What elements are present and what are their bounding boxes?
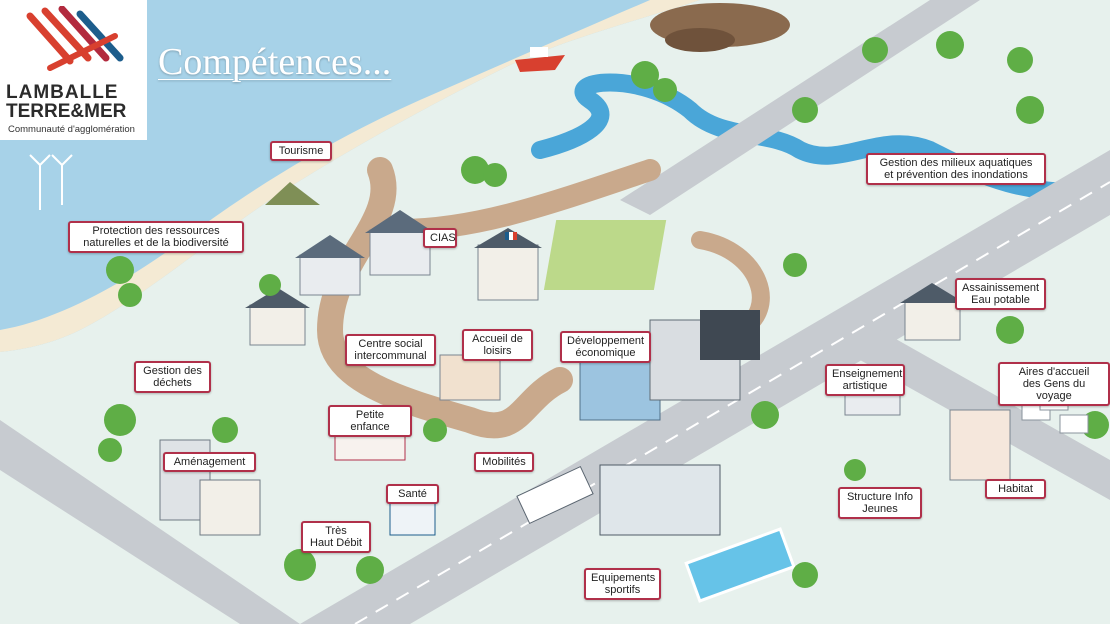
label-assainissement-text-2: Eau potable xyxy=(971,294,1030,306)
label-structure-info-text-2: Jeunes xyxy=(862,503,898,515)
label-habitat-text: Habitat xyxy=(998,483,1033,495)
label-cias[interactable]: CIAS xyxy=(423,228,457,248)
label-assainissement-text-1: Assainissement xyxy=(962,282,1040,294)
label-gestion-milieux-text-1: Gestion des milieux aquatiques xyxy=(879,157,1033,169)
logo-subtitle: Communauté d'agglomération xyxy=(8,124,135,135)
label-tres-haut-debit-text-1: Très xyxy=(325,525,347,537)
label-aires-accueil-text-2: des Gens du voyage xyxy=(1022,378,1086,402)
label-petite-enfance-text: Petite enfance xyxy=(350,409,390,433)
rocks-illustration xyxy=(650,3,790,52)
label-equipements-sportifs[interactable]: Equipements sportifs xyxy=(584,568,661,600)
label-gestion-dechets[interactable]: Gestion des déchets xyxy=(134,361,211,393)
label-structure-info-text-1: Structure Info xyxy=(846,491,914,503)
page-title: Compétences... xyxy=(158,41,392,83)
houses-illustration xyxy=(159,210,1011,536)
label-centre-social[interactable]: Centre social intercommunal xyxy=(345,334,436,366)
label-accueil-loisirs-text-1: Accueil de xyxy=(472,333,523,345)
boat-icon xyxy=(515,47,565,72)
flag-icon xyxy=(505,232,517,240)
label-equipements-text-1: Equipements xyxy=(591,572,656,584)
label-assainissement[interactable]: Assainissement Eau potable xyxy=(955,278,1046,310)
label-mobilites-text: Mobilités xyxy=(482,456,526,468)
label-gestion-milieux-text-2: et prévention des inondations xyxy=(884,169,1028,181)
label-cias-text: CIAS xyxy=(430,232,456,244)
label-enseignement-text-1: Enseignement xyxy=(832,368,903,380)
label-enseignement-text-2: artistique xyxy=(842,380,888,392)
wind-turbines-icon xyxy=(29,154,73,210)
label-aires-accueil[interactable]: Aires d'accueil des Gens du voyage xyxy=(998,362,1110,406)
label-centre-social-text-2: intercommunal xyxy=(354,350,427,362)
label-tourisme[interactable]: Tourisme xyxy=(270,141,332,161)
label-gestion-milieux-aquatiques[interactable]: Gestion des milieux aquatiques et préven… xyxy=(866,153,1046,185)
label-mobilites[interactable]: Mobilités xyxy=(474,452,534,472)
label-tres-haut-debit-text-2: Haut Débit xyxy=(310,537,362,549)
logo-text-line2: TERRE&MER xyxy=(6,101,127,122)
label-protection-text-1: Protection des ressources xyxy=(92,225,220,237)
label-developpement-text-2: économique xyxy=(575,347,636,359)
label-developpement-economique[interactable]: Développement économique xyxy=(560,331,651,363)
label-habitat[interactable]: Habitat xyxy=(985,479,1046,499)
label-protection-text-2: naturelles et de la biodiversité xyxy=(83,237,229,249)
logo: LAMBALLE TERRE&MER Communauté d'agglomér… xyxy=(0,0,147,140)
label-tourisme-text: Tourisme xyxy=(278,145,324,157)
label-amenagement-text: Aménagement xyxy=(173,456,246,468)
label-protection-ressources[interactable]: Protection des ressources naturelles et … xyxy=(68,221,244,253)
label-amenagement[interactable]: Aménagement xyxy=(163,452,256,472)
label-enseignement-artistique[interactable]: Enseignement artistique xyxy=(825,364,905,396)
logo-text-line1: LAMBALLE xyxy=(6,82,119,103)
label-structure-info-jeunes[interactable]: Structure Info Jeunes xyxy=(838,487,922,519)
label-tres-haut-debit[interactable]: Très Haut Débit xyxy=(301,521,371,553)
label-gestion-dechets-text-1: Gestion des xyxy=(143,365,202,377)
label-equipements-text-2: sportifs xyxy=(604,584,641,596)
label-accueil-loisirs[interactable]: Accueil de loisirs xyxy=(462,329,533,361)
label-centre-social-text-1: Centre social xyxy=(358,338,423,350)
label-developpement-text-1: Développement xyxy=(567,335,645,347)
logo-mark-icon xyxy=(26,6,124,71)
label-accueil-loisirs-text-2: loisirs xyxy=(483,345,512,357)
label-aires-accueil-text-1: Aires d'accueil xyxy=(1018,366,1090,378)
tent-icon xyxy=(265,182,320,205)
label-sante-text: Santé xyxy=(398,488,427,500)
label-gestion-dechets-text-2: déchets xyxy=(153,377,192,389)
label-petite-enfance[interactable]: Petite enfance xyxy=(328,405,412,437)
label-sante[interactable]: Santé xyxy=(386,484,439,504)
